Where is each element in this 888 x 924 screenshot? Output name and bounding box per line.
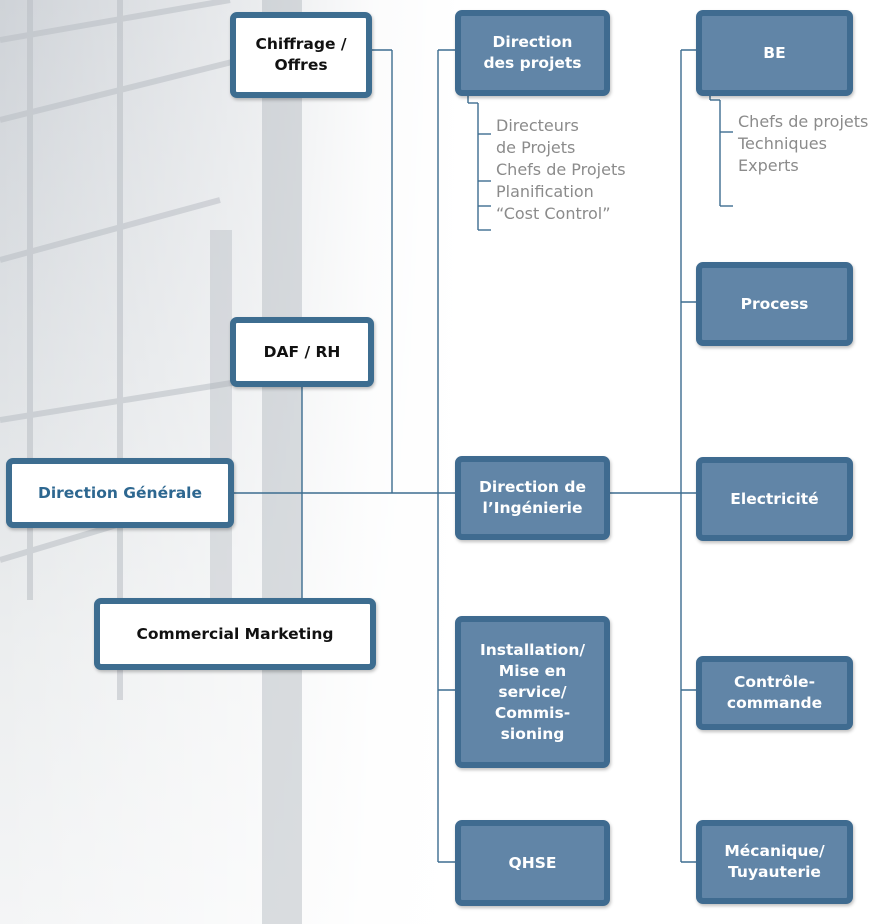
box-chiffrage-offres: Chiffrage / Offres [230,12,372,98]
be-item: Chefs de projets [738,112,869,131]
projets-sub-list: Directeurs de Projets Chefs de Projets P… [496,115,626,225]
box-direction-projets-label: Direction des projets [483,33,582,72]
box-electricite-label: Electricité [730,489,819,508]
box-process-label: Process [740,294,809,313]
box-direction-generale: Direction Générale [6,458,234,528]
box-be-label: BE [763,43,786,62]
box-process: Process [696,262,853,346]
projets-item: “Cost Control” [496,204,611,223]
box-direction-ingenierie: Direction de l’Ingénierie [455,456,610,540]
box-controle-commande: Contrôle- commande [696,656,853,730]
box-daf-rh: DAF / RH [230,317,374,387]
box-electricite: Electricité [696,457,853,541]
box-installation: Installation/ Mise en service/ Commis- s… [455,616,610,768]
box-commercial-marketing: Commercial Marketing [94,598,376,670]
box-be: BE [696,10,853,96]
be-item: Experts [738,156,799,175]
be-item: Techniques [738,134,827,153]
box-qhse: QHSE [455,820,610,906]
box-daf-rh-label: DAF / RH [263,342,341,361]
box-direction-ingenierie-label: Direction de l’Ingénierie [479,478,586,517]
box-mecanique-tuyauterie-label: Mécanique/ Tuyauterie [724,842,825,881]
box-commercial-marketing-label: Commercial Marketing [136,624,334,643]
projets-item: de Projets [496,138,576,157]
box-direction-projets: Direction des projets [455,10,610,96]
box-mecanique-tuyauterie: Mécanique/ Tuyauterie [696,820,853,904]
box-direction-generale-label: Direction Générale [37,483,203,502]
projets-item: Planification [496,182,594,201]
be-sub-list: Chefs de projets Techniques Experts [738,111,868,177]
projets-item: Directeurs [496,116,579,135]
box-controle-commande-label: Contrôle- commande [726,673,823,712]
box-qhse-label: QHSE [508,853,557,872]
box-installation-label: Installation/ Mise en service/ Commis- s… [479,640,586,743]
box-chiffrage-offres-label: Chiffrage / Offres [255,35,347,74]
projets-item: Chefs de Projets [496,160,626,179]
